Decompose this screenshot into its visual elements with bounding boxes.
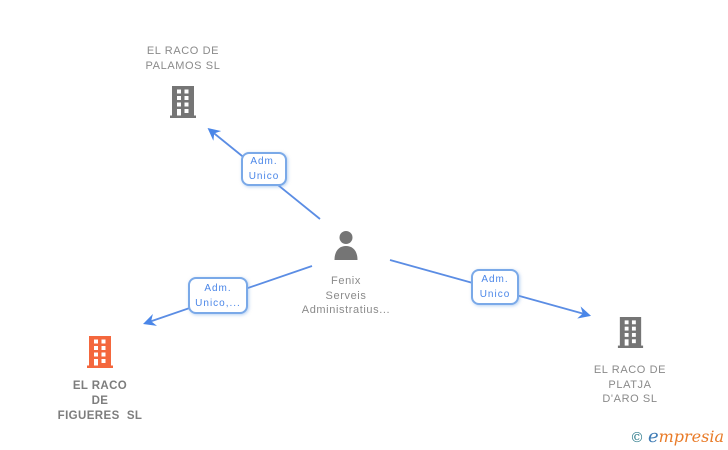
building-icon-gray	[617, 317, 644, 353]
copyright-icon: ©	[629, 430, 644, 446]
building-icon-orange	[86, 336, 114, 373]
edge-label-adm-unico-figueres[interactable]: Adm. Unico,...	[188, 277, 248, 314]
person-icon	[332, 230, 360, 265]
company-node-figueres[interactable]: EL RACO DE FIGUERES SL	[39, 336, 161, 424]
building-icon-gray	[168, 86, 198, 123]
company-name-palamos: EL RACO DE PALAMOS SL	[145, 45, 221, 72]
edge-label-adm-unico-palamos[interactable]: Adm. Unico	[241, 152, 287, 186]
company-node-platja[interactable]: EL RACO DE PLATJA D'ARO SL	[568, 317, 692, 407]
company-name-platja: EL RACO DE PLATJA D'ARO SL	[593, 364, 667, 405]
brand-first-letter: e	[647, 426, 659, 447]
company-node-palamos[interactable]: EL RACO DE PALAMOS SL	[123, 44, 243, 123]
brand-name-rest: mpresia	[658, 427, 724, 446]
edge-label-adm-unico-platja[interactable]: Adm. Unico	[471, 269, 519, 305]
person-node-fenix[interactable]: Fenix Serveis Administratius...	[286, 230, 406, 318]
person-name: Fenix Serveis Administratius...	[301, 275, 391, 316]
company-name-figueres: EL RACO DE FIGUERES SL	[57, 380, 143, 422]
empresia-logo[interactable]: ©empresia	[630, 426, 724, 447]
